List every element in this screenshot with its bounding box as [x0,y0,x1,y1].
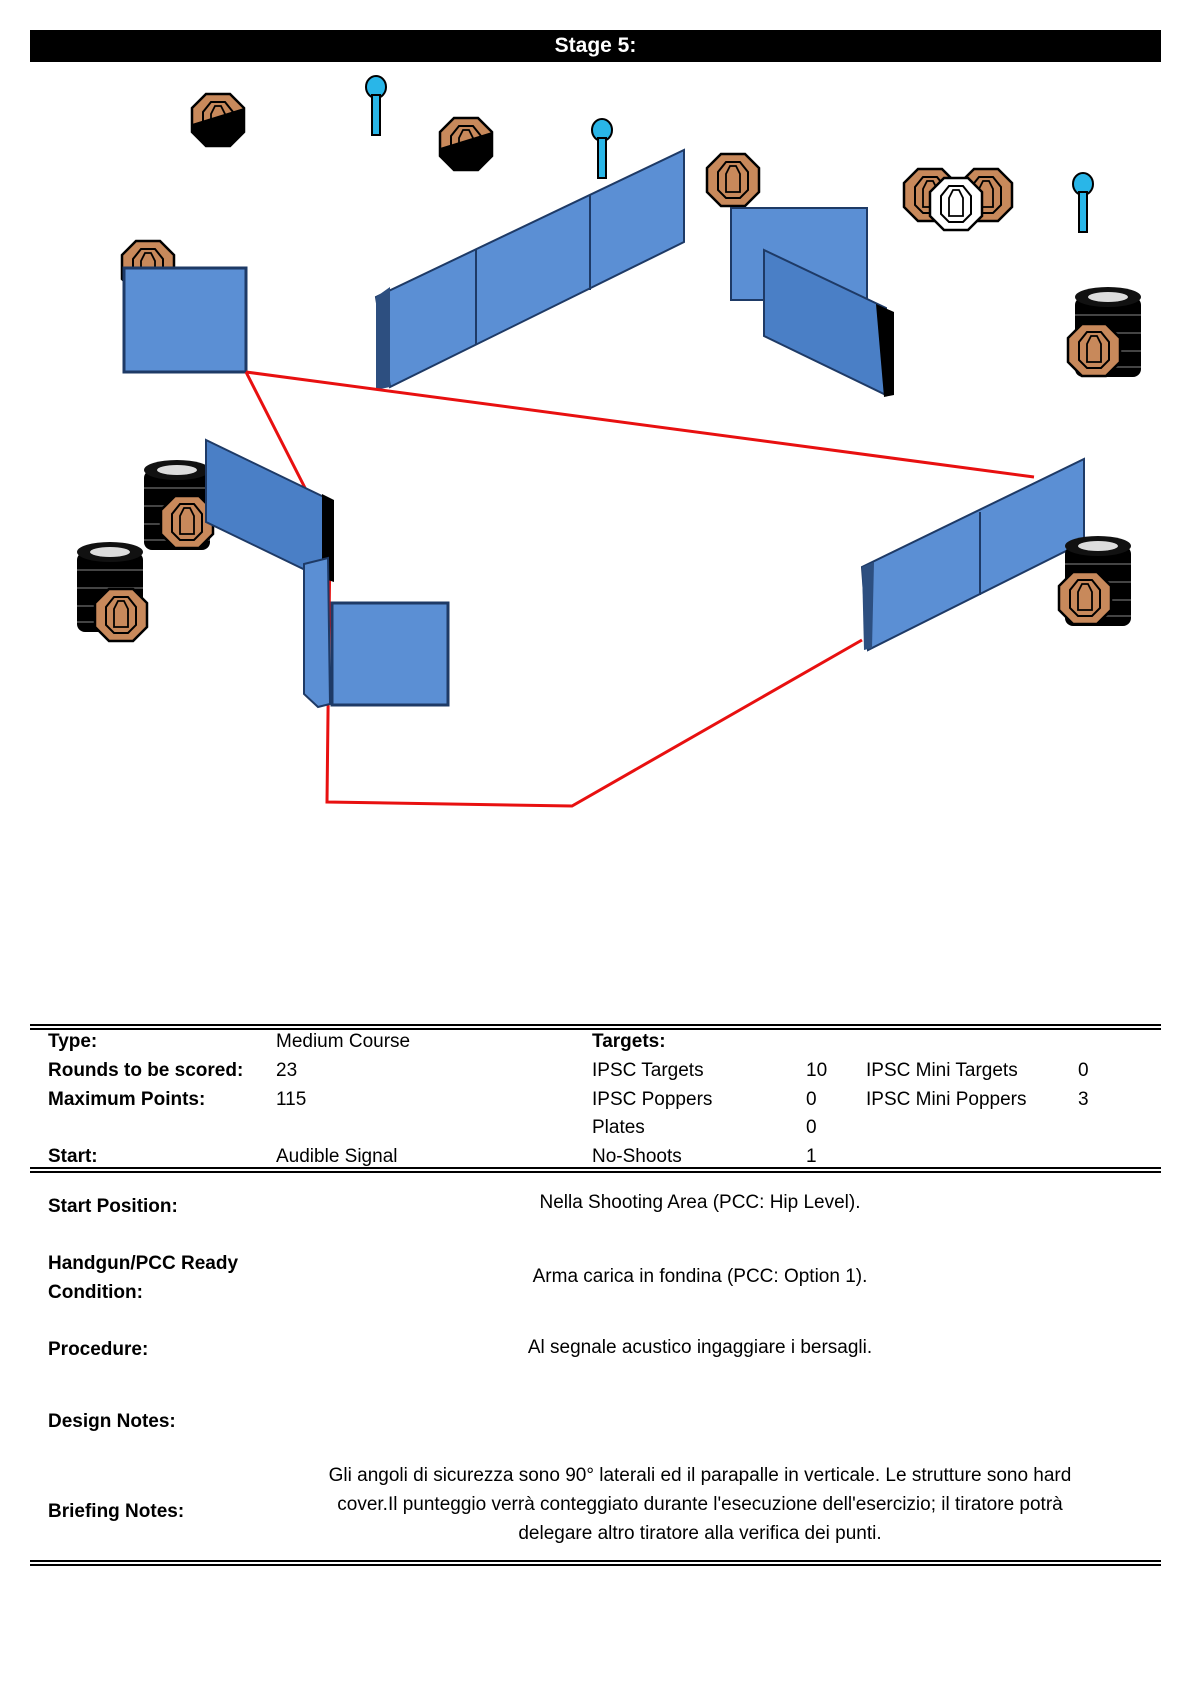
briefing-notes-label: Briefing Notes: [48,1501,185,1522]
wall-left-bottom-edge [303,556,332,709]
ready-condition-label: Handgun/PCC Ready [48,1253,239,1274]
target-value: 0 [806,1117,817,1138]
mini-popper-value: 3 [1078,1089,1089,1110]
divider-middle [30,1167,1161,1173]
target-value: 10 [806,1060,828,1081]
ipsc-target-partial [190,92,246,148]
wall-left-bottom [330,601,450,707]
start-value: Audible Signal [276,1146,398,1167]
wall-right-mid [860,457,1085,652]
wall-center-long [374,148,685,389]
stage-title: Stage 5: [30,30,1161,62]
stage-diagram [76,75,1142,808]
wall-right-edge [876,304,894,397]
fault-line [245,370,1035,479]
target-label: IPSC Targets [592,1060,704,1081]
type-label: Type: [48,1031,98,1052]
target-label: Plates [592,1117,645,1138]
mini-popper [591,118,613,179]
mini-popper [365,75,387,136]
mini-popper [1072,172,1094,233]
mini-popper-label: IPSC Mini Poppers [866,1089,1027,1110]
start-position-value: Nella Shooting Area (PCC: Hip Level). [539,1192,861,1213]
rounds-value: 23 [276,1060,298,1081]
divider-top [30,1024,1161,1030]
design-notes-label: Design Notes: [48,1411,176,1432]
target-label: IPSC Poppers [592,1089,713,1110]
ipsc-target [1057,570,1113,626]
procedure-value: Al segnale acustico ingaggiare i bersagl… [527,1337,873,1358]
targets-header: Targets: [592,1031,666,1052]
fault-line-lower [244,371,863,808]
wall-center-edge [376,287,390,390]
start-label: Start: [48,1146,98,1167]
ipsc-target [705,152,761,208]
target-value: 0 [806,1089,817,1110]
max-points-value: 115 [276,1089,307,1110]
wall-left-mid [205,438,327,582]
divider-bottom [30,1560,1161,1566]
ipsc-target [1066,322,1122,378]
start-position-label: Start Position: [48,1196,178,1217]
ipsc-target [93,587,149,643]
mini-target-label: IPSC Mini Targets [866,1060,1018,1081]
ready-condition-value: Arma carica in fondina (PCC: Option 1). [532,1266,868,1287]
mini-target-value: 0 [1078,1060,1089,1081]
briefing-notes-value: Gli angoli di sicurezza sono 90° lateral… [300,1461,1100,1548]
briefing-line: cover.Il punteggio verrà conteggiato dur… [337,1494,1063,1515]
target-label: No-Shoots [592,1146,682,1167]
rounds-label: Rounds to be scored: [48,1060,244,1081]
target-value: 1 [806,1146,817,1167]
ipsc-target-partial [438,116,494,172]
max-points-label: Maximum Points: [48,1089,206,1110]
wall-left-top [122,266,248,374]
briefing-line: delegare altro tiratore alla verifica de… [518,1523,882,1544]
type-value: Medium Course [276,1031,411,1052]
briefing-line: Gli angoli di sicurezza sono 90° lateral… [328,1465,1072,1486]
procedure-label: Procedure: [48,1339,149,1360]
ready-condition-label-2: Condition: [48,1282,143,1303]
no-shoot-target [928,176,984,232]
